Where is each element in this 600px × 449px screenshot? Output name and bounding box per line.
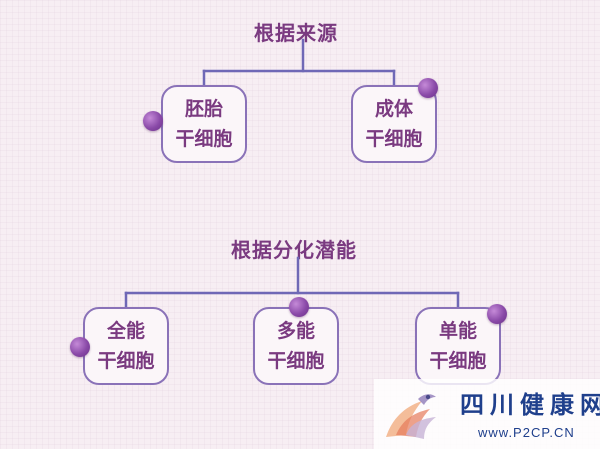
decorative-dot	[70, 337, 90, 357]
node-adult-line2: 干细胞	[365, 128, 423, 150]
node-adult-stem-cell: 成体 干细胞	[351, 85, 437, 163]
node-unipotent-line2: 干细胞	[429, 350, 487, 372]
node-adult-line1: 成体	[374, 98, 413, 120]
phoenix-logo-icon	[386, 394, 436, 439]
heading-by-differentiation-potential: 根据分化潜能	[231, 238, 357, 262]
node-totipotent-line2: 干细胞	[97, 350, 155, 372]
watermark: 四川健康网 www.P2CP.CN	[374, 379, 600, 449]
node-embryonic-stem-cell: 胚胎 干细胞	[161, 85, 247, 163]
node-totipotent-stem-cell: 全能 干细胞	[83, 307, 169, 385]
decorative-dot	[143, 111, 163, 131]
node-embryonic-line1: 胚胎	[184, 98, 223, 120]
watermark-site-name: 四川健康网	[460, 391, 600, 419]
watermark-url: www.P2CP.CN	[478, 425, 575, 440]
decorative-dot	[289, 297, 309, 317]
node-pluripotent-stem-cell: 多能 干细胞	[253, 307, 339, 385]
node-pluripotent-line1: 多能	[276, 320, 315, 342]
node-unipotent-stem-cell: 单能 干细胞	[415, 307, 501, 385]
node-unipotent-line1: 单能	[438, 320, 477, 342]
node-totipotent-line1: 全能	[106, 320, 145, 342]
node-embryonic-line2: 干细胞	[175, 128, 233, 150]
decorative-dot	[418, 78, 438, 98]
decorative-dot	[487, 304, 507, 324]
heading-by-source: 根据来源	[254, 21, 338, 45]
node-pluripotent-line2: 干细胞	[267, 350, 325, 372]
